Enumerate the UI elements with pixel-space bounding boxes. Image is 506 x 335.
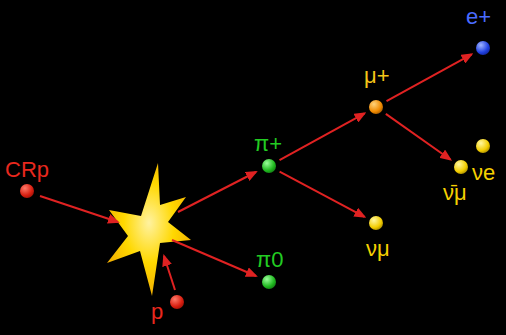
particle-node: e+ [476,41,490,55]
particle-node: CRp [20,184,34,198]
reaction-arrow [40,196,118,222]
particle-node: π0 [262,275,276,289]
particle-label: νe [472,160,495,186]
particle-label: νμ [366,236,390,262]
particle-node: μ+ [369,100,383,114]
decay-arrow [387,54,472,101]
particle-label: π0 [256,247,283,273]
reaction-arrow [178,172,256,212]
reaction-arrow [164,256,175,290]
particle-node: νμ [369,216,383,230]
reaction-arrow [172,240,256,276]
decay-arrow [280,172,365,217]
collision-star [107,163,191,296]
particle-label: ν̄μ [443,180,467,206]
decay-arrow [386,114,451,160]
particle-node: ν̄μ [454,160,468,174]
particle-label: p [151,299,163,325]
particle-node: π+ [262,159,276,173]
decay-arrow [280,113,365,160]
particle-label: μ+ [364,63,390,89]
particle-label: π+ [254,131,282,157]
particle-node: p [170,295,184,309]
particle-label: e+ [466,4,491,30]
particle-node: νe [476,139,490,153]
particle-label: CRp [5,157,49,183]
